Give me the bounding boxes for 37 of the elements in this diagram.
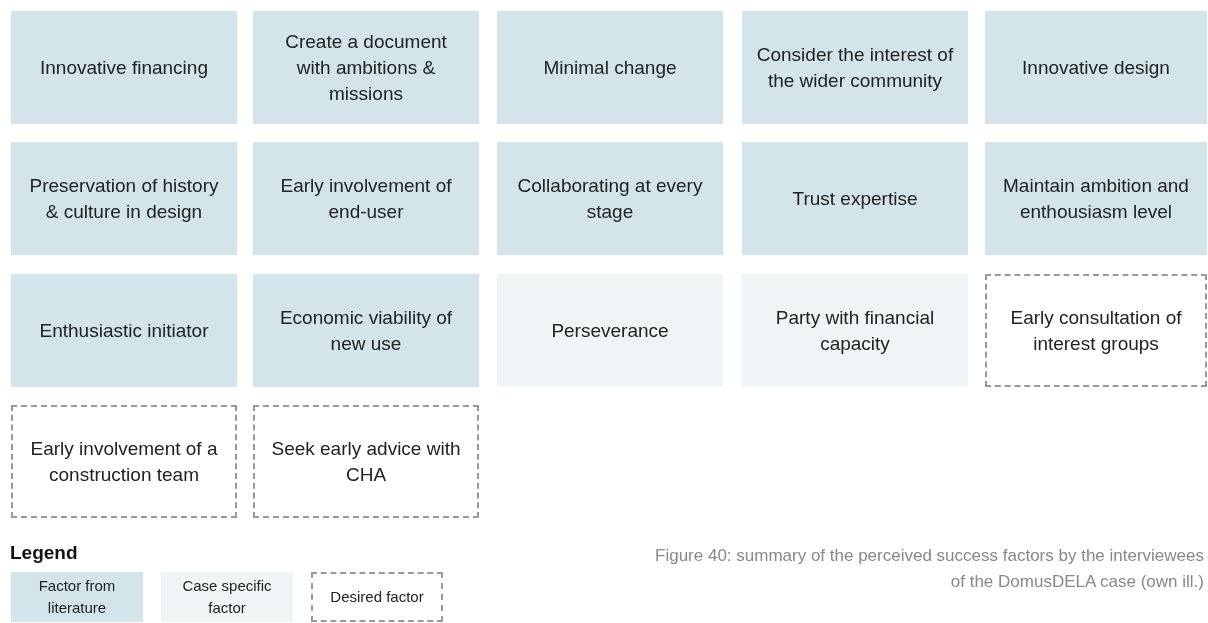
factor-box	[11, 142, 237, 255]
factor-box	[253, 11, 479, 124]
factor-text: Create a document with ambitions & missions	[284, 29, 448, 106]
factor-box	[497, 11, 723, 124]
dashed-factor-box	[253, 405, 479, 518]
factor-box	[253, 142, 479, 255]
factor-box	[11, 274, 237, 387]
factor-text: Early consultation of interest groups	[1009, 305, 1183, 356]
factor-text: Seek early advice with CHA	[270, 436, 462, 487]
legend-text: Factor from literature	[37, 576, 117, 618]
factor-text: Innovative design	[1022, 55, 1170, 80]
factor-box	[253, 274, 479, 387]
factor-box	[742, 142, 968, 255]
factor-box	[985, 11, 1207, 124]
factor-text: Party with financial capacity	[774, 305, 936, 356]
factor-text: Innovative financing	[40, 55, 208, 80]
legend-text: Case specific factor	[181, 576, 273, 618]
legend-text: Desired factor	[330, 587, 424, 607]
factor-text: Trust expertise	[792, 186, 918, 211]
dashed-factor-box	[985, 274, 1207, 387]
factor-box	[11, 11, 237, 124]
factor-text: Minimal change	[543, 55, 677, 80]
factor-text: Perseverance	[551, 318, 669, 343]
factor-box	[742, 11, 968, 124]
factor-text: Early involvement of end-user	[279, 173, 453, 224]
factor-text: Enthusiastic initiator	[39, 318, 209, 343]
factor-text: Maintain ambition and enthousiasm level	[1002, 173, 1190, 224]
factor-box	[985, 142, 1207, 255]
factor-text: Collaborating at every stage	[516, 173, 704, 224]
factor-text: Preservation of history & culture in design	[28, 173, 220, 224]
factor-text: Economic viability of new use	[278, 305, 454, 356]
legend-title: Legend	[10, 542, 78, 564]
factor-text: Early involvement of a construction team	[29, 436, 219, 487]
dashed-factor-box	[11, 405, 237, 518]
factor-box	[497, 142, 723, 255]
figure-caption: Figure 40: summary of the perceived success factors by the interviewees of the DomusDELA case (own ill.)	[654, 545, 1204, 593]
factor-text: Consider the interest of the wider community	[756, 42, 954, 93]
